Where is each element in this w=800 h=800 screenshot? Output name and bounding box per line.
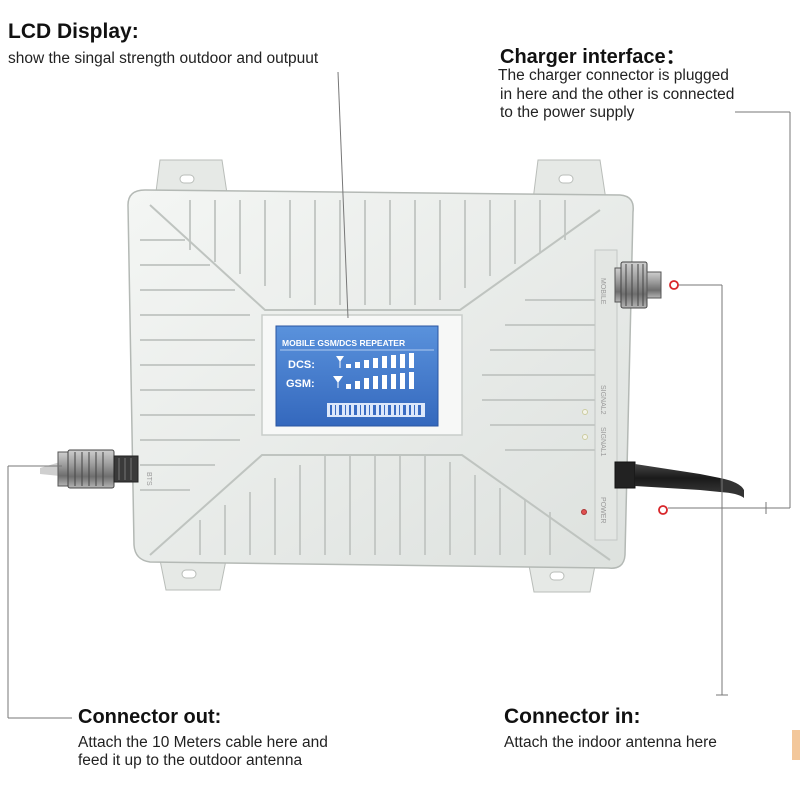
- signal2-led-label: SIGNAL2: [599, 385, 606, 415]
- charger-interface-line-2: in here and the other is connected: [500, 86, 735, 103]
- lcd-dcs-label: DCS:: [288, 359, 315, 371]
- side-panel: [594, 249, 618, 541]
- lcd-display-description: show the singal strength outdoor and out…: [8, 50, 319, 67]
- cooling-fins: [140, 200, 595, 555]
- charger-interface-line-3: to the power supply: [500, 104, 635, 121]
- antenna-mast: [339, 360, 341, 368]
- antenna-mast: [337, 381, 339, 388]
- connector-out-title: Connector out:: [78, 706, 222, 728]
- lcd-gsm-label: GSM:: [286, 378, 315, 390]
- power-label: POWER: [599, 497, 606, 523]
- connector-in-marker: [669, 280, 679, 290]
- mounting-ears: [154, 159, 607, 593]
- connector-in-title: Connector in:: [504, 705, 641, 728]
- antenna-icon: [333, 376, 343, 383]
- signal2-led: [582, 409, 588, 415]
- charger-interface-title: Charger interface：: [500, 46, 686, 68]
- x-ridges: [149, 204, 611, 561]
- gsm-signal-bars: [333, 372, 414, 389]
- power-led: [581, 509, 587, 515]
- charger-jack: [614, 461, 744, 498]
- mobile-port-label: MOBILE: [599, 278, 606, 305]
- signal1-led: [582, 434, 588, 440]
- signal1-led-label: SIGNAL1: [599, 427, 606, 457]
- antenna-icon: [336, 356, 344, 362]
- leader-lines: [7, 71, 791, 719]
- mobile-n-connector: [614, 261, 662, 309]
- charger-marker: [658, 505, 668, 515]
- edge-sliver: [792, 730, 800, 760]
- connector-out-line-2: feed it up to the outdoor antenna: [78, 752, 303, 769]
- bts-port-label: BTS: [145, 472, 152, 486]
- connector-out-line-1: Attach the 10 Meters cable here and: [78, 734, 328, 751]
- connector-in-line-1: Attach the indoor antenna here: [504, 734, 717, 751]
- dcs-signal-bars: [336, 353, 414, 368]
- lcd-display-title: LCD Display:: [8, 20, 139, 43]
- lcd-header-text: MOBILE GSM/DCS REPEATER: [282, 338, 405, 348]
- bts-n-connector: [40, 449, 139, 489]
- charger-interface-line-1: The charger connector is plugged: [498, 67, 729, 84]
- lcd-barcode: [327, 403, 425, 417]
